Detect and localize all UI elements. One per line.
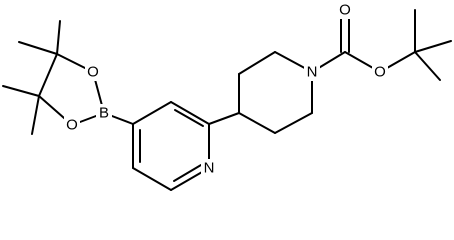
bond-methyl-4 [31,95,40,135]
bond-tbu-methyl-down [414,51,441,81]
bond-py-double-2 [173,164,202,182]
atom-oxygen-ester: O [374,64,386,81]
skeletal-formula: B O O N N O O [2,1,452,191]
bond-py-double-1 [174,109,204,127]
atom-nitrogen-pyridine: N [204,160,215,177]
bond-methyl-3 [2,85,40,97]
bond-cc-dioxaborolane [38,53,58,97]
bond-methyl-1 [56,20,61,55]
atom-nitrogen-piperidine: N [307,64,318,81]
bonds [2,9,452,191]
bond-pip-c3a-c2a [238,51,276,75]
bond-py-c4-c3 [132,101,172,125]
atom-oxygen-carbonyl: O [339,2,351,19]
bond-pip-c2b-c3b [274,112,313,134]
atom-oxygen-ring-bottom: O [66,117,78,134]
molecule-canvas: B O O N N O O [2,1,452,191]
bond-tbu-methyl-right [414,40,452,53]
atom-oxygen-ring-top: O [87,64,99,81]
atom-labels: B O O N N O O [64,1,388,177]
bond-py-piperidine [208,112,240,125]
bond-methyl-2 [18,41,58,55]
bond-py-c6-c5 [132,167,172,191]
bond-pip-c3b-c4 [238,112,276,134]
atom-boron: B [99,105,109,122]
bond-py-c3-c2 [170,101,210,125]
